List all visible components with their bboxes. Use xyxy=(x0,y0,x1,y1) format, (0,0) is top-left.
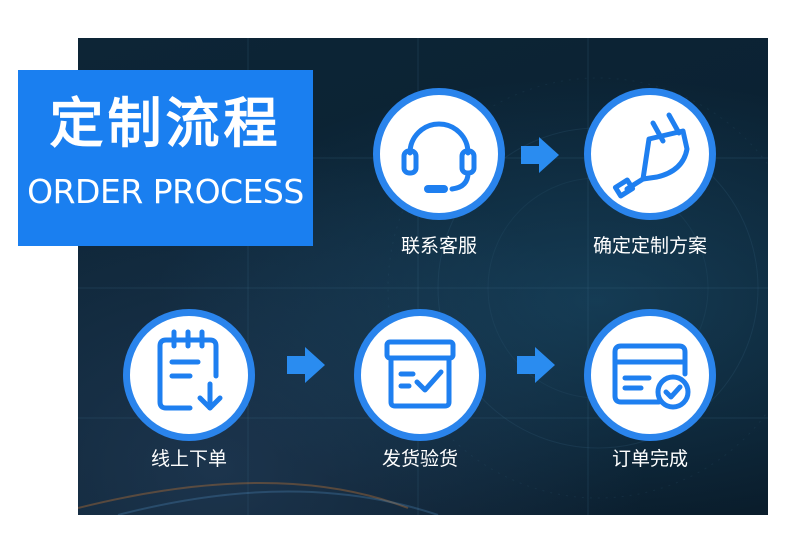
step-4-circle xyxy=(354,309,486,441)
page-title: 定制流程 xyxy=(49,92,282,155)
plug-icon xyxy=(612,112,690,199)
step-1-label: 联系客服 xyxy=(400,235,477,257)
step-2-circle xyxy=(584,88,716,220)
step-2-label: 确定定制方案 xyxy=(592,235,707,257)
headset-icon xyxy=(401,121,477,193)
step-4-label: 发货验货 xyxy=(381,448,458,470)
step-3-circle xyxy=(123,309,255,441)
arrow-right-icon xyxy=(287,347,325,383)
arrow-right-icon xyxy=(521,137,559,173)
box-check-icon xyxy=(384,339,456,409)
step-3-label: 线上下单 xyxy=(150,448,227,470)
title-box: 定制流程 ORDER PROCESS xyxy=(18,70,313,246)
arrow-right-icon xyxy=(517,347,555,383)
step-5-circle xyxy=(584,309,716,441)
clipboard-download-icon xyxy=(157,329,223,411)
step-5-label: 订单完成 xyxy=(611,448,688,470)
step-1-circle xyxy=(373,88,505,220)
page-subtitle: ORDER PROCESS xyxy=(27,172,304,211)
card-check-icon xyxy=(612,343,691,410)
